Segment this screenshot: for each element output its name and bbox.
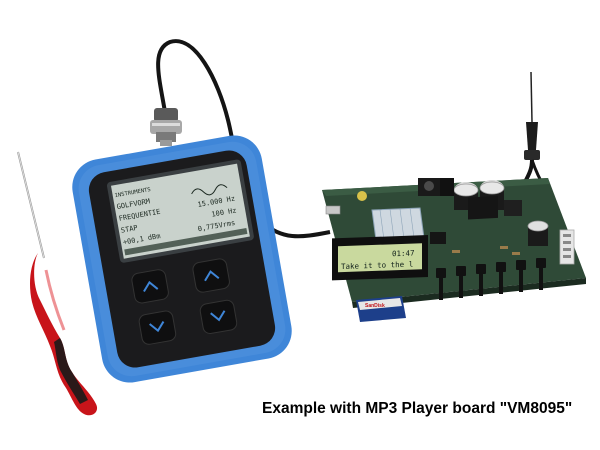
up-left-button[interactable] [131, 269, 170, 304]
arrow-up-icon [143, 280, 159, 292]
sine-wave-icon [191, 184, 228, 196]
signal-generator: INSTRUMENTS GOLFVORM FREQUENTIE 15.000 H… [72, 135, 292, 383]
sd-card-label: SanDisk [365, 303, 385, 309]
generator-buttons [131, 258, 238, 345]
arrow-down-icon [149, 321, 165, 333]
down-left-button[interactable] [138, 310, 177, 345]
mp3-player-board: 01:47 Take it to the l SanDisk [322, 178, 586, 322]
character-display: 01:47 Take it to the l [332, 235, 428, 281]
sd-card-icon: SanDisk [356, 296, 406, 322]
down-right-button[interactable] [199, 299, 238, 335]
board-buttons [436, 258, 546, 300]
bnc-connector-icon [150, 108, 182, 146]
probe-icon [522, 71, 548, 191]
arrow-down-icon [210, 310, 226, 322]
lcd-row3-label: STAP [120, 224, 138, 235]
up-right-button[interactable] [192, 258, 231, 293]
photo-caption: Example with MP3 Player board "VM8095" [262, 400, 573, 417]
screwdriver-icon [17, 151, 98, 416]
display-line2: Take it to the l [341, 260, 413, 272]
display-line1: 01:47 [392, 249, 415, 259]
arrow-up-icon [204, 270, 220, 282]
